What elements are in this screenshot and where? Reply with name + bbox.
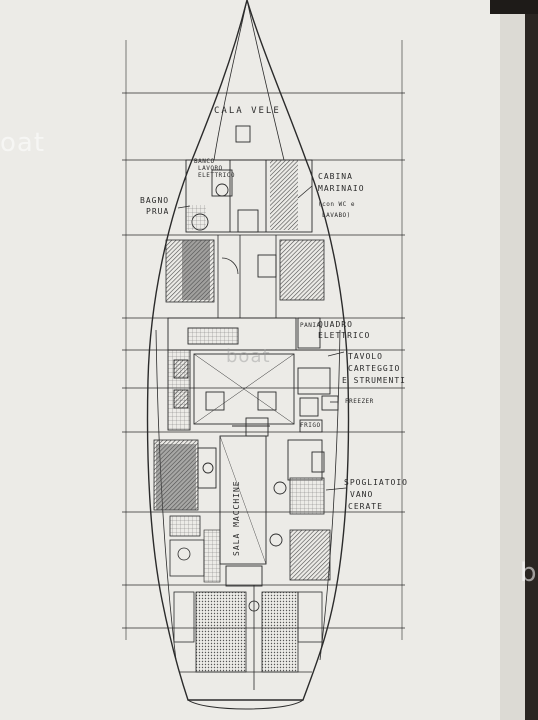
engine-room (197, 417, 325, 587)
label-bagno-2: PRUA (146, 207, 170, 216)
label-spogliatoio-3: CERATE (348, 502, 383, 511)
label-frigo: FRIGO (300, 422, 321, 429)
saloon (167, 317, 339, 433)
label-quadro-1: QUADRO (318, 320, 353, 329)
label-bagno-1: BAGNO (140, 196, 170, 205)
stbd-fore-berth (279, 239, 325, 301)
label-tavolo-1: TAVOLO (348, 352, 383, 361)
hull-outline (146, 0, 350, 701)
label-tavolo-2: CARTEGGIO (348, 364, 401, 373)
label-quadro-2: ELETTRICO (318, 331, 371, 340)
label-leaders (177, 185, 347, 491)
aft-locker-stbd (261, 591, 299, 673)
label-sala-macchine: SALA MACCHINE (232, 480, 241, 556)
label-pania: PANIA (300, 322, 321, 329)
label-banco-lavoro-1: BANCO (194, 158, 215, 165)
label-tavolo-3: E STRUMENTI (342, 376, 406, 385)
label-cabina-4: LAVABO) (322, 212, 351, 219)
port-aft-berth (153, 439, 199, 511)
label-cabina-3: (con WC e (318, 201, 356, 208)
label-banco-lavoro-3: ELETTRICO (198, 172, 236, 179)
label-spogliatoio-1: SPOGLIATOIO (344, 478, 408, 487)
watermark-center: boat (226, 346, 271, 367)
watermark-right: b (520, 558, 538, 588)
label-cala-vele: CALA VELE (214, 106, 281, 116)
watermark-left: oat (0, 128, 46, 158)
label-cabina-2: MARINAIO (318, 184, 365, 193)
label-spogliatoio-2: VANO (350, 490, 374, 499)
station-lines (122, 40, 405, 640)
aft-locker-port (195, 591, 247, 673)
crew-bunk-hatch (270, 160, 298, 230)
label-freezer: FREEZER (345, 398, 374, 405)
label-cabina-1: CABINA (318, 172, 353, 181)
label-banco-lavoro-2: LAVORO (198, 165, 223, 172)
